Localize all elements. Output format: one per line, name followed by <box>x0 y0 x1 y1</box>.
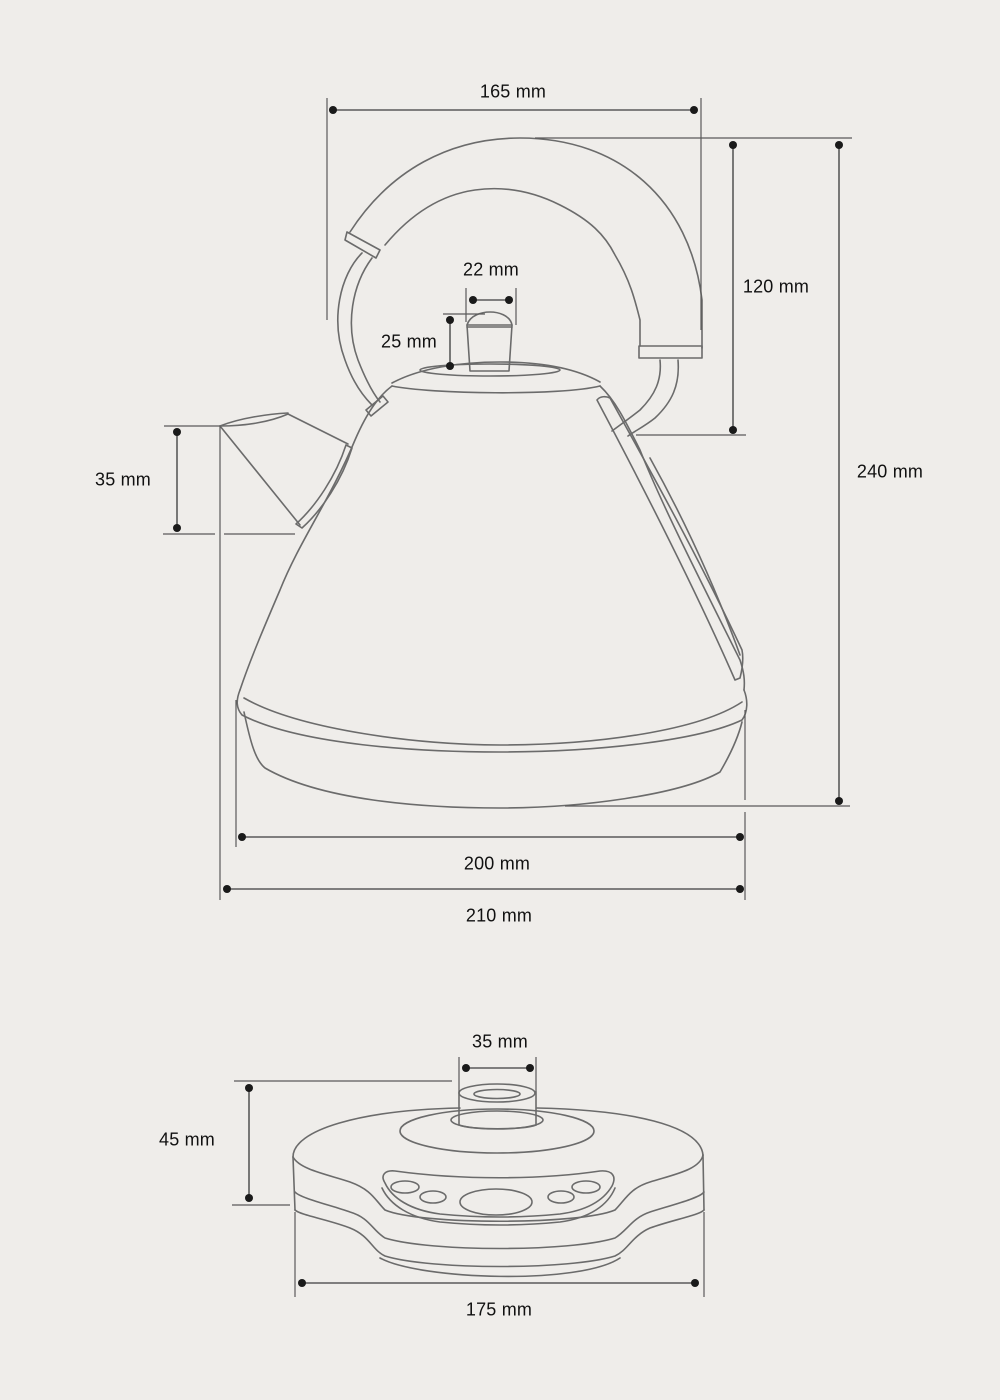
power-base-dimensions <box>232 1057 705 1297</box>
dimension-label-base-width: 200 mm <box>463 853 531 874</box>
dimension-label-handle-height: 120 mm <box>742 276 810 297</box>
dimension-label-lid-knob-width: 22 mm <box>462 259 520 280</box>
dimension-label-power-base-width: 175 mm <box>465 1299 533 1320</box>
dimension-label-total-width: 210 mm <box>465 905 533 926</box>
power-base-drawing <box>292 1083 705 1278</box>
dimension-label-lid-knob-height: 25 mm <box>380 331 438 352</box>
dimension-label-connector-width: 35 mm <box>471 1031 529 1052</box>
dimension-label-power-base-height: 45 mm <box>158 1129 216 1150</box>
kettle-dimensions <box>163 98 852 900</box>
dimension-label-handle-width: 165 mm <box>479 81 547 102</box>
dimension-label-total-height: 240 mm <box>856 461 924 482</box>
dimension-label-spout-height: 35 mm <box>94 469 152 490</box>
kettle-drawing <box>219 137 748 809</box>
